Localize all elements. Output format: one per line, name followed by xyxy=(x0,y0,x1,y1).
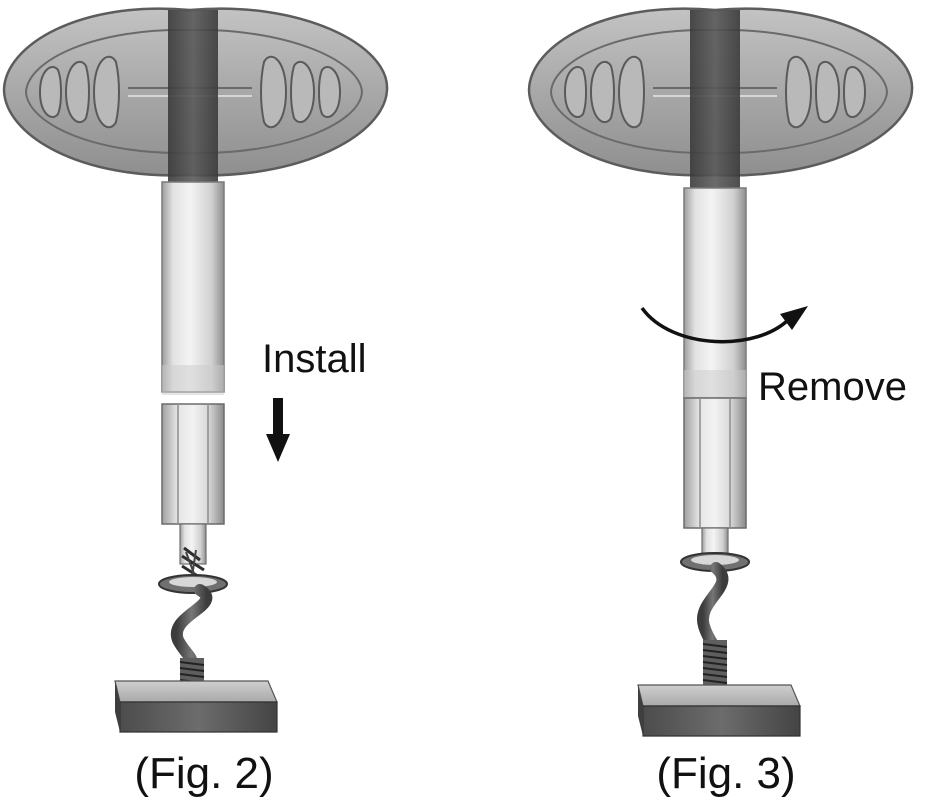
t-handle xyxy=(2,7,389,182)
tool-shaft xyxy=(161,181,225,393)
figure-2-install: Install (Fig. 2) xyxy=(2,7,389,798)
figure-3-caption: (Fig. 3) xyxy=(656,749,795,798)
threaded-insert xyxy=(702,640,728,692)
figure-2-caption: (Fig. 2) xyxy=(134,749,273,798)
driver-tip xyxy=(179,523,207,591)
base-block xyxy=(114,680,278,733)
hex-socket xyxy=(683,397,747,529)
curved-rotate-arrow-icon xyxy=(640,306,808,344)
t-handle xyxy=(527,7,914,188)
cable xyxy=(170,584,213,670)
down-arrow-icon xyxy=(266,398,290,462)
install-label: Install xyxy=(262,337,367,381)
base-block xyxy=(637,684,801,737)
hex-socket xyxy=(161,403,225,525)
tool-shaft xyxy=(683,187,747,399)
remove-label: Remove xyxy=(758,365,907,409)
figure-3-remove: Remove (Fig. 3) xyxy=(527,7,914,798)
